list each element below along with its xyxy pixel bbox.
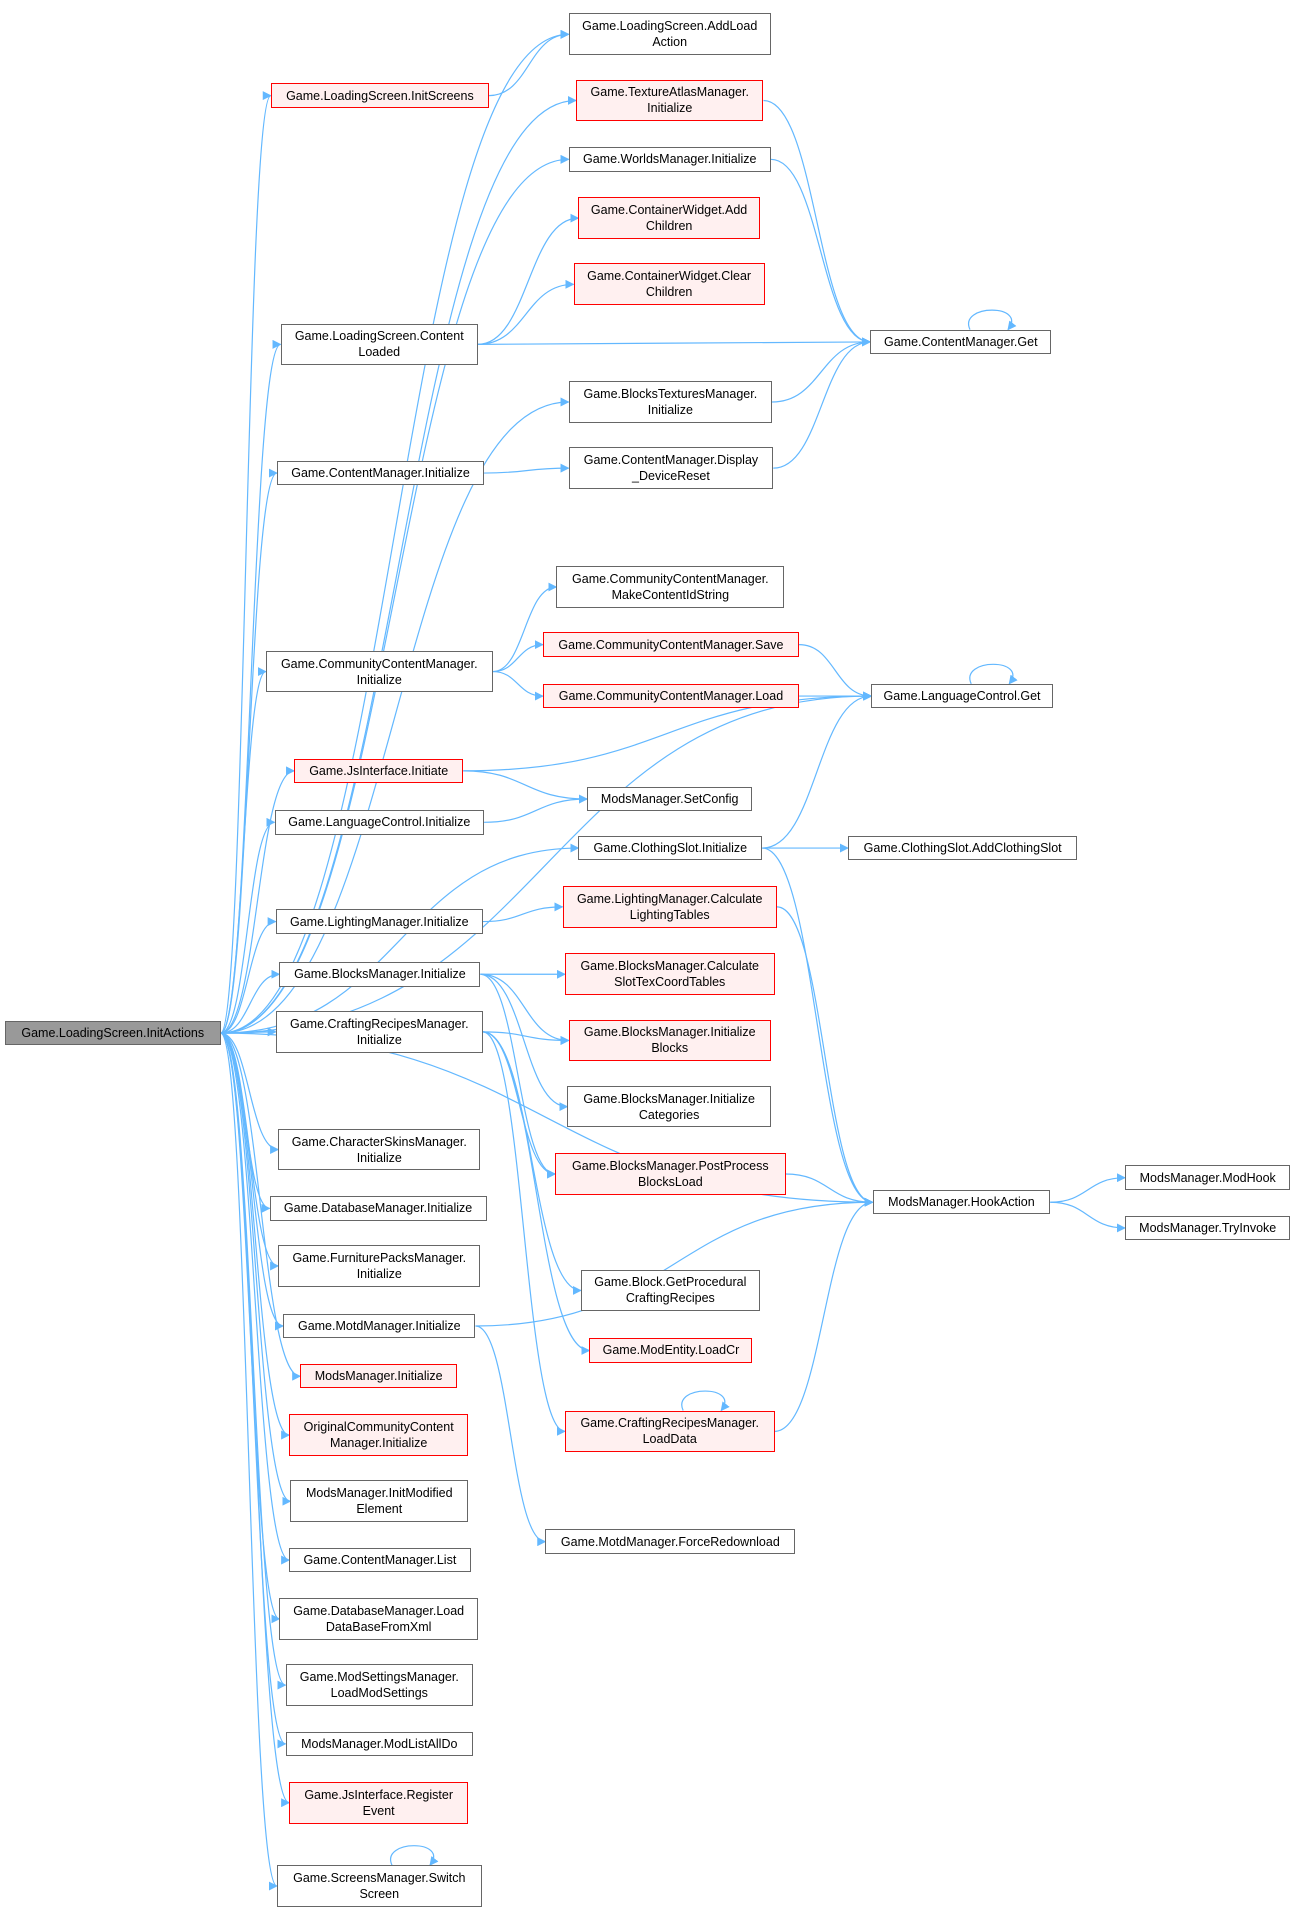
node-fpinit[interactable]: Game.FurniturePacksManager. Initialize <box>278 1245 481 1287</box>
node-lmcalc[interactable]: Game.LightingManager.Calculate LightingT… <box>562 886 777 928</box>
node-bmcalc[interactable]: Game.BlocksManager.Calculate SlotTexCoor… <box>564 953 775 996</box>
node-lcget[interactable]: Game.LanguageControl.Get <box>871 683 1053 709</box>
node-root[interactable]: Game.LoadingScreen.InitActions <box>4 1020 221 1046</box>
node-ccmload[interactable]: Game.CommunityContentManager.Load <box>542 683 800 709</box>
node-ccminit[interactable]: Game.CommunityContentManager. Initialize <box>265 650 493 693</box>
node-modhook[interactable]: ModsManager.ModHook <box>1125 1165 1291 1190</box>
node-btm[interactable]: Game.BlocksTexturesManager. Initialize <box>568 381 773 423</box>
node-jsinit[interactable]: Game.JsInterface.Initiate <box>294 758 464 784</box>
node-dbload[interactable]: Game.DatabaseManager.Load DataBaseFromXm… <box>279 1598 478 1640</box>
node-modentity[interactable]: Game.ModEntity.LoadCr <box>589 1338 753 1363</box>
node-ccmmake[interactable]: Game.CommunityContentManager. MakeConten… <box>556 566 785 608</box>
node-switch[interactable]: Game.ScreensManager.Switch Screen <box>276 1865 482 1907</box>
node-lcinit[interactable]: Game.LanguageControl.Initialize <box>274 810 485 835</box>
node-bminitc[interactable]: Game.BlocksManager.Initialize Categories <box>567 1085 771 1128</box>
node-cmget[interactable]: Game.ContentManager.Get <box>870 329 1052 355</box>
node-bminitb[interactable]: Game.BlocksManager.Initialize Blocks <box>568 1019 771 1062</box>
node-mminit[interactable]: ModsManager.Initialize <box>300 1363 458 1389</box>
node-cminit[interactable]: Game.ContentManager.Initialize <box>276 460 485 486</box>
node-lscontent[interactable]: Game.LoadingScreen.Content Loaded <box>280 323 478 366</box>
node-motdforce[interactable]: Game.MotdManager.ForceRedownload <box>545 1529 796 1554</box>
node-ccmsave[interactable]: Game.CommunityContentManager.Save <box>542 632 800 657</box>
node-motdinit[interactable]: Game.MotdManager.Initialize <box>283 1313 476 1339</box>
node-modlist[interactable]: ModsManager.ModListAllDo <box>285 1731 474 1757</box>
node-occm[interactable]: OriginalCommunityContent Manager.Initial… <box>289 1414 469 1456</box>
node-blockproc[interactable]: Game.Block.GetProcedural CraftingRecipes <box>580 1269 760 1312</box>
node-dbinit[interactable]: Game.DatabaseManager.Initialize <box>269 1196 487 1221</box>
node-crmload[interactable]: Game.CraftingRecipesManager. LoadData <box>564 1410 775 1453</box>
node-crminit[interactable]: Game.CraftingRecipesManager. Initialize <box>275 1011 483 1053</box>
node-worlds[interactable]: Game.WorldsManager.Initialize <box>568 147 771 172</box>
node-cwadd[interactable]: Game.ContainerWidget.Add Children <box>578 197 760 239</box>
node-addload[interactable]: Game.LoadingScreen.AddLoad Action <box>568 13 771 56</box>
node-jsreg[interactable]: Game.JsInterface.Register Event <box>289 1781 469 1824</box>
node-cmlist[interactable]: Game.ContentManager.List <box>289 1547 471 1573</box>
node-bmpost[interactable]: Game.BlocksManager.PostProcess BlocksLoa… <box>555 1153 786 1195</box>
node-hook[interactable]: ModsManager.HookAction <box>872 1189 1051 1215</box>
node-modsettings[interactable]: Game.ModSettingsManager. LoadModSettings <box>285 1664 474 1706</box>
node-csmi[interactable]: Game.CharacterSkinsManager. Initialize <box>278 1128 481 1171</box>
node-texatlas[interactable]: Game.TextureAtlasManager. Initialize <box>575 79 764 122</box>
node-bminit[interactable]: Game.BlocksManager.Initialize <box>279 962 481 987</box>
node-cwclear[interactable]: Game.ContainerWidget.Clear Children <box>573 263 765 306</box>
node-cmdisplay[interactable]: Game.ContentManager.Display _DeviceReset <box>568 447 774 489</box>
node-initscreens[interactable]: Game.LoadingScreen.InitScreens <box>270 83 489 108</box>
node-setconfig[interactable]: ModsManager.SetConfig <box>587 786 753 812</box>
node-mminitmod[interactable]: ModsManager.InitModified Element <box>290 1480 469 1523</box>
node-csadd[interactable]: Game.ClothingSlot.AddClothingSlot <box>848 835 1078 861</box>
node-csinit[interactable]: Game.ClothingSlot.Initialize <box>578 835 763 861</box>
node-lminit[interactable]: Game.LightingManager.Initialize <box>275 909 483 934</box>
node-tryinvoke[interactable]: ModsManager.TryInvoke <box>1125 1215 1291 1241</box>
